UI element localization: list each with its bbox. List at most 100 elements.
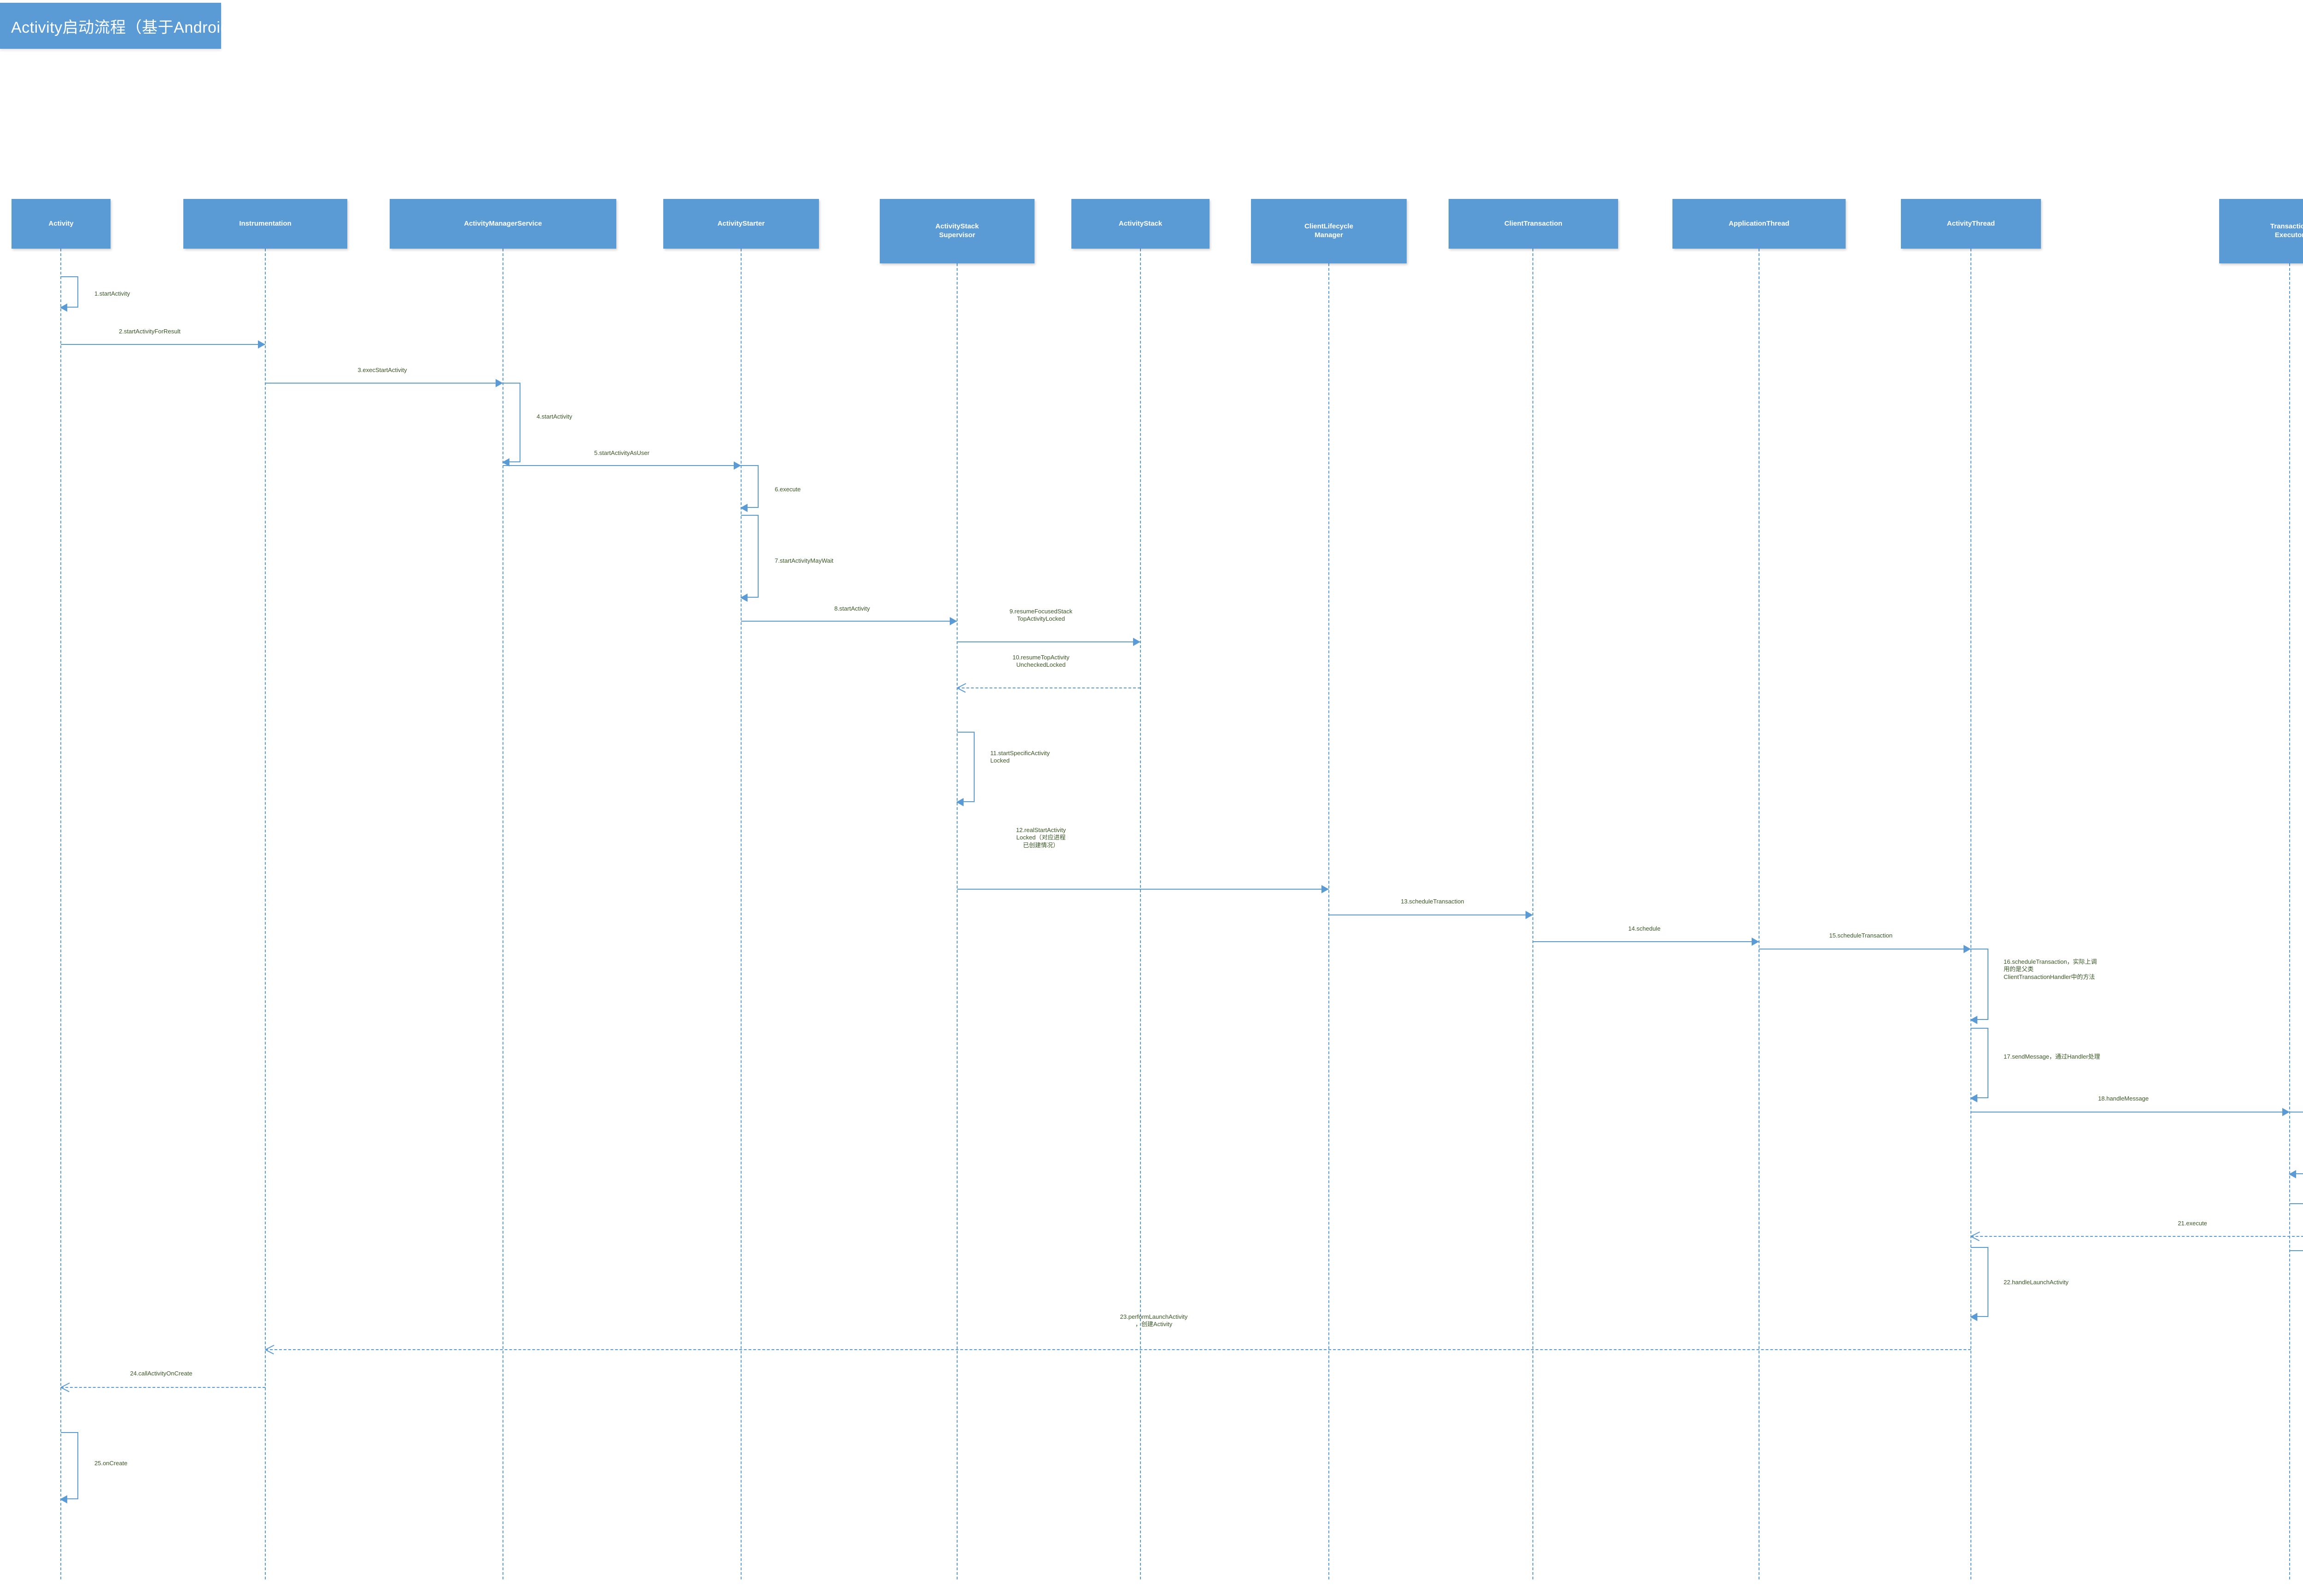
- message-line-14[interactable]: [1533, 941, 1759, 942]
- message-line-18[interactable]: [1971, 1112, 2290, 1113]
- lifeline-header-activity-stack-supervisor[interactable]: ActivityStack Supervisor: [880, 199, 1035, 263]
- arrowhead-15: [1964, 945, 1971, 953]
- lifeline-header-activity-manager-service[interactable]: ActivityManagerService: [390, 199, 616, 249]
- lifeline-header-activity-thread[interactable]: ActivityThread: [1901, 199, 2041, 249]
- lifeline-label: ActivityThread: [1946, 219, 1995, 227]
- message-label-12: 12.realStartActivity Locked（对应进程 已创建情况）: [1016, 827, 1066, 849]
- self-message-1[interactable]: [61, 276, 78, 308]
- arrowhead-8: [950, 617, 957, 625]
- arrowhead-7: [740, 594, 748, 602]
- lifeline-label: Activity: [48, 219, 74, 227]
- lifeline-header-client-lifecycle-manager[interactable]: ClientLifecycle Manager: [1251, 199, 1407, 263]
- message-label-5: 5.startActivityAsUser: [594, 449, 649, 456]
- lifeline-client-lifecycle-manager: [1328, 263, 1329, 1579]
- lifeline-header-activity-starter[interactable]: ActivityStarter: [663, 199, 819, 249]
- message-line-24[interactable]: [61, 1387, 265, 1388]
- lifeline-header-activity-stack[interactable]: ActivityStack: [1071, 199, 1210, 249]
- arrowhead-16: [1970, 1016, 1977, 1024]
- message-line-10[interactable]: [957, 687, 1140, 688]
- message-label-1: 1.startActivity: [94, 290, 130, 297]
- message-line-20[interactable]: [2290, 1203, 2303, 1204]
- lifeline-activity-thread: [1970, 249, 1971, 1579]
- arrowhead-5: [734, 461, 741, 470]
- arrowhead-17: [1970, 1094, 1977, 1102]
- arrowhead-6: [740, 504, 748, 512]
- message-label-11: 11.startSpecificActivity Locked: [990, 750, 1050, 764]
- lifeline-header-client-transaction[interactable]: ClientTransaction: [1449, 199, 1618, 249]
- lifeline-label: Instrumentation: [239, 219, 292, 227]
- message-line-13[interactable]: [1329, 914, 1533, 915]
- message-label-25: 25.onCreate: [94, 1460, 128, 1467]
- lifeline-label: ClientLifecycle Manager: [1304, 222, 1353, 239]
- message-label-4: 4.startActivity: [537, 413, 573, 420]
- arrowhead-14: [1752, 938, 1759, 946]
- arrowhead-1: [60, 303, 67, 312]
- lifeline-transaction-executor: [2289, 263, 2290, 1579]
- lifeline-activity-stack: [1140, 249, 1141, 1579]
- lifeline-header-transaction-executor[interactable]: Transaction Executor: [2219, 199, 2303, 263]
- message-line-3[interactable]: [265, 383, 503, 384]
- message-line-8[interactable]: [741, 621, 957, 622]
- self-message-25[interactable]: [61, 1432, 78, 1499]
- lifeline-label: ActivityStarter: [717, 219, 765, 227]
- message-line-2[interactable]: [61, 344, 265, 345]
- message-label-18: 18.handleMessage: [2098, 1095, 2149, 1102]
- arrowhead-23: [265, 1345, 275, 1354]
- message-line-12[interactable]: [957, 889, 1329, 890]
- message-label-7: 7.startActivityMayWait: [775, 557, 834, 564]
- message-label-15: 15.scheduleTransaction: [1829, 932, 1893, 939]
- self-message-11[interactable]: [957, 732, 975, 802]
- message-label-9: 9.resumeFocusedStack TopActivityLocked: [1009, 608, 1073, 623]
- message-label-21: 21.execute: [2178, 1220, 2207, 1227]
- self-message-4[interactable]: [503, 383, 520, 462]
- lifeline-label: ActivityManagerService: [464, 219, 542, 227]
- message-line-9[interactable]: [957, 641, 1140, 642]
- message-label-17: 17.sendMessage，通过Handler处理: [2004, 1053, 2100, 1060]
- message-label-10: 10.resumeTopActivity UncheckedLocked: [1012, 654, 1070, 669]
- self-message-22[interactable]: [1971, 1247, 1988, 1317]
- lifeline-header-activity[interactable]: Activity: [12, 199, 111, 249]
- diagram-title-box: Activity启动流程（基于Android 9.0）: [0, 3, 272, 49]
- message-label-14: 14.schedule: [1628, 925, 1661, 932]
- lifeline-label: ApplicationThread: [1729, 219, 1789, 227]
- message-label-16: 16.scheduleTransaction，实际上调 用的是父类 Client…: [2004, 958, 2097, 980]
- arrowhead-25: [60, 1495, 67, 1503]
- lifeline-instrumentation: [265, 249, 266, 1579]
- message-label-23: 23.performLaunchActivity ，创建Activity: [1120, 1313, 1188, 1328]
- message-line-21[interactable]: [1971, 1236, 2303, 1237]
- arrowhead-10: [957, 683, 966, 692]
- arrowhead-22: [1970, 1313, 1977, 1321]
- message-label-13: 13.scheduleTransaction: [1401, 898, 1464, 905]
- lifeline-activity-starter: [741, 249, 742, 1579]
- lifeline-label: ActivityStack Supervisor: [935, 222, 979, 239]
- self-message-19[interactable]: [2290, 1112, 2303, 1174]
- self-message-6[interactable]: [741, 465, 759, 508]
- arrowhead-19: [2289, 1170, 2296, 1178]
- lifeline-header-instrumentation[interactable]: Instrumentation: [183, 199, 347, 249]
- self-message-17[interactable]: [1971, 1028, 1988, 1098]
- self-message-16[interactable]: [1971, 949, 1988, 1020]
- message-label-3: 3.execStartActivity: [357, 367, 407, 373]
- self-message-7[interactable]: [741, 515, 759, 598]
- page-title: Activity启动流程（基于Android 9.0）: [11, 18, 273, 36]
- lifeline-client-transaction: [1532, 249, 1533, 1579]
- lifeline-label: Transaction Executor: [2270, 222, 2303, 239]
- message-line-5[interactable]: [503, 465, 741, 466]
- arrowhead-12: [1321, 885, 1329, 893]
- message-label-6: 6.execute: [775, 486, 801, 493]
- arrowhead-9: [1133, 638, 1140, 646]
- message-label-2: 2.startActivityForResult: [119, 328, 181, 335]
- lifeline-activity: [60, 249, 61, 1579]
- lifeline-activity-stack-supervisor: [957, 263, 958, 1579]
- arrowhead-13: [1526, 911, 1533, 919]
- arrowhead-21: [1971, 1231, 1980, 1241]
- message-label-8: 8.startActivity: [834, 605, 870, 612]
- message-label-22: 22.handleLaunchActivity: [2004, 1279, 2069, 1286]
- lifeline-label: ClientTransaction: [1504, 219, 1562, 227]
- message-line-23[interactable]: [265, 1349, 1971, 1350]
- lifeline-header-application-thread[interactable]: ApplicationThread: [1672, 199, 1846, 249]
- arrowhead-18: [2282, 1108, 2290, 1116]
- arrowhead-24: [61, 1382, 70, 1392]
- message-line-26[interactable]: [2290, 1250, 2303, 1251]
